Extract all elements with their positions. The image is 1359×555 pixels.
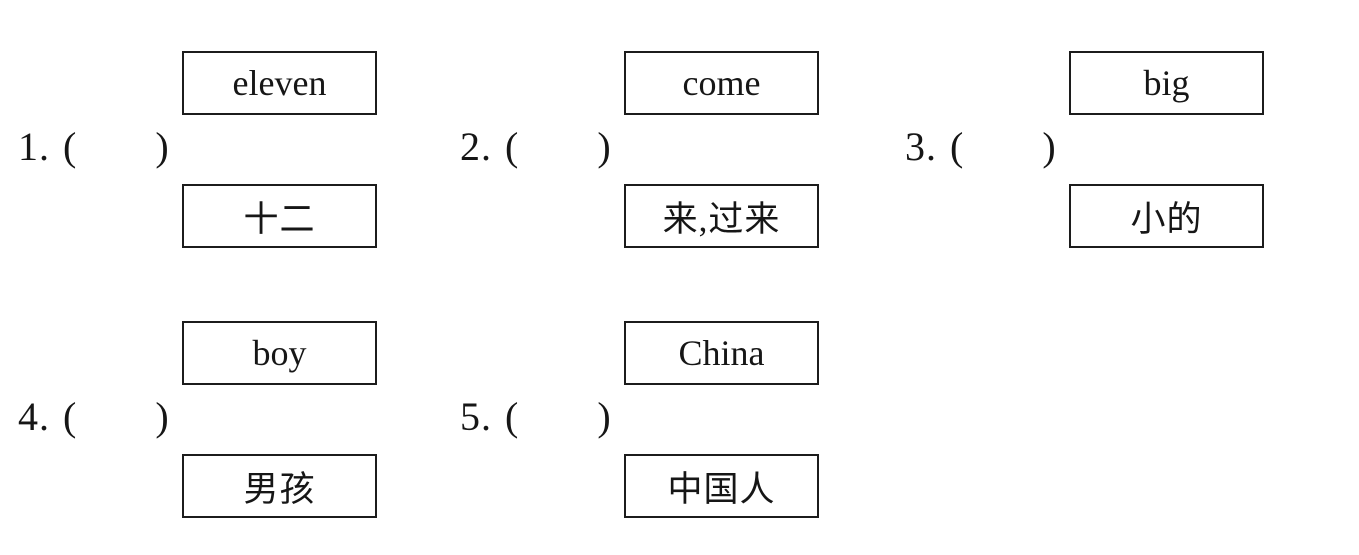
answer-blank: 1. ()	[18, 127, 170, 167]
match-item-2: 2. () come 来,过来	[460, 51, 840, 251]
match-item-4: 4. () boy 男孩	[18, 321, 398, 521]
paren-close: )	[155, 124, 170, 169]
paren-close: )	[597, 124, 612, 169]
paren-open: (	[505, 124, 520, 169]
english-word-box: big	[1069, 51, 1264, 115]
item-number: 5.	[460, 394, 492, 439]
item-number: 2.	[460, 124, 492, 169]
chinese-meaning-box: 小的	[1069, 184, 1264, 248]
match-item-3: 3. () big 小的	[905, 51, 1285, 251]
item-number: 4.	[18, 394, 50, 439]
paren-close: )	[155, 394, 170, 439]
item-number: 1.	[18, 124, 50, 169]
chinese-meaning-box: 来,过来	[624, 184, 819, 248]
chinese-meaning-box: 男孩	[182, 454, 377, 518]
item-number: 3.	[905, 124, 937, 169]
paren-close: )	[597, 394, 612, 439]
answer-blank: 2. ()	[460, 127, 612, 167]
answer-blank: 4. ()	[18, 397, 170, 437]
english-word-box: boy	[182, 321, 377, 385]
paren-open: (	[63, 394, 78, 439]
chinese-meaning-box: 中国人	[624, 454, 819, 518]
english-word-box: come	[624, 51, 819, 115]
paren-open: (	[950, 124, 965, 169]
chinese-meaning-box: 十二	[182, 184, 377, 248]
paren-close: )	[1042, 124, 1057, 169]
match-item-5: 5. () China 中国人	[460, 321, 840, 521]
match-item-1: 1. () eleven 十二	[18, 51, 398, 251]
paren-open: (	[63, 124, 78, 169]
answer-blank: 3. ()	[905, 127, 1057, 167]
english-word-box: China	[624, 321, 819, 385]
english-word-box: eleven	[182, 51, 377, 115]
answer-blank: 5. ()	[460, 397, 612, 437]
paren-open: (	[505, 394, 520, 439]
